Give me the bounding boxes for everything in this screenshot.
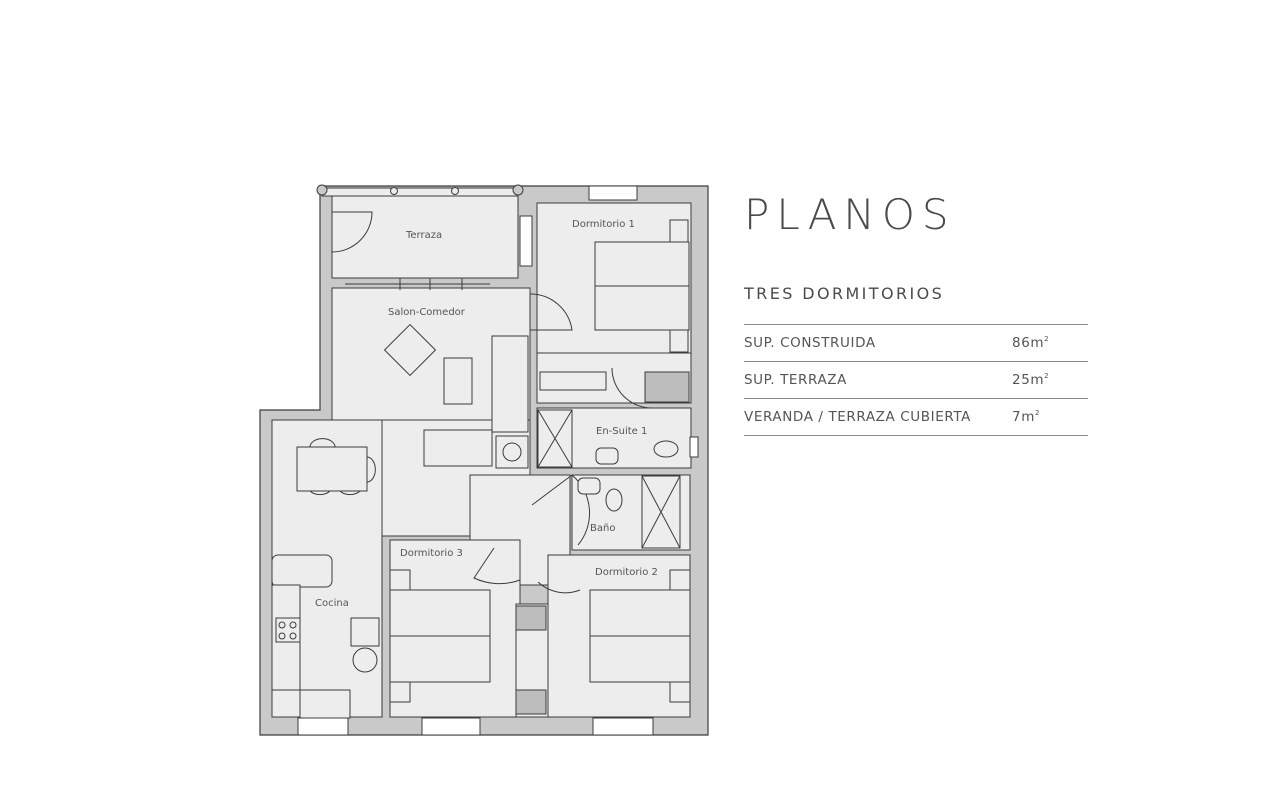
area-label: SUP. TERRAZA: [744, 372, 847, 388]
area-row-terraza: SUP. TERRAZA 25m2: [744, 362, 1088, 399]
room-label-dorm3: Dormitorio 3: [400, 548, 463, 559]
areas-table: SUP. CONSTRUIDA 86m2 SUP. TERRAZA 25m2 V…: [744, 324, 1088, 436]
room-label-cocina: Cocina: [315, 598, 349, 609]
terrace-door: [345, 278, 490, 290]
room-labels: Terraza Salon-Comedor Dormitorio 1 En-Su…: [315, 219, 658, 609]
page-subtitle: TRES DORMITORIOS: [744, 284, 945, 303]
furniture: [271, 219, 691, 719]
area-value: 86m2: [1012, 335, 1050, 351]
area-row-veranda: VERANDA / TERRAZA CUBIERTA 7m2: [744, 399, 1088, 436]
room-label-terraza: Terraza: [405, 230, 442, 241]
area-row-construida: SUP. CONSTRUIDA 86m2: [744, 325, 1088, 362]
room-label-bano: Baño: [590, 523, 615, 534]
door-swings: [331, 211, 653, 594]
area-label: SUP. CONSTRUIDA: [744, 335, 876, 351]
area-value: 25m2: [1012, 372, 1050, 388]
windows: [297, 185, 699, 736]
room-label-ensuite: En-Suite 1: [596, 426, 647, 437]
room-label-dorm2: Dormitorio 2: [595, 567, 658, 578]
room-label-dorm1: Dormitorio 1: [572, 219, 635, 230]
area-value: 7m2: [1012, 409, 1041, 425]
terrace-railing: [316, 184, 524, 197]
page-title: PLANOS: [744, 190, 956, 239]
room-label-salon: Salon-Comedor: [388, 307, 466, 318]
info-panel: PLANOS TRES DORMITORIOS SUP. CONSTRUIDA …: [744, 190, 1088, 436]
area-label: VERANDA / TERRAZA CUBIERTA: [744, 409, 971, 425]
